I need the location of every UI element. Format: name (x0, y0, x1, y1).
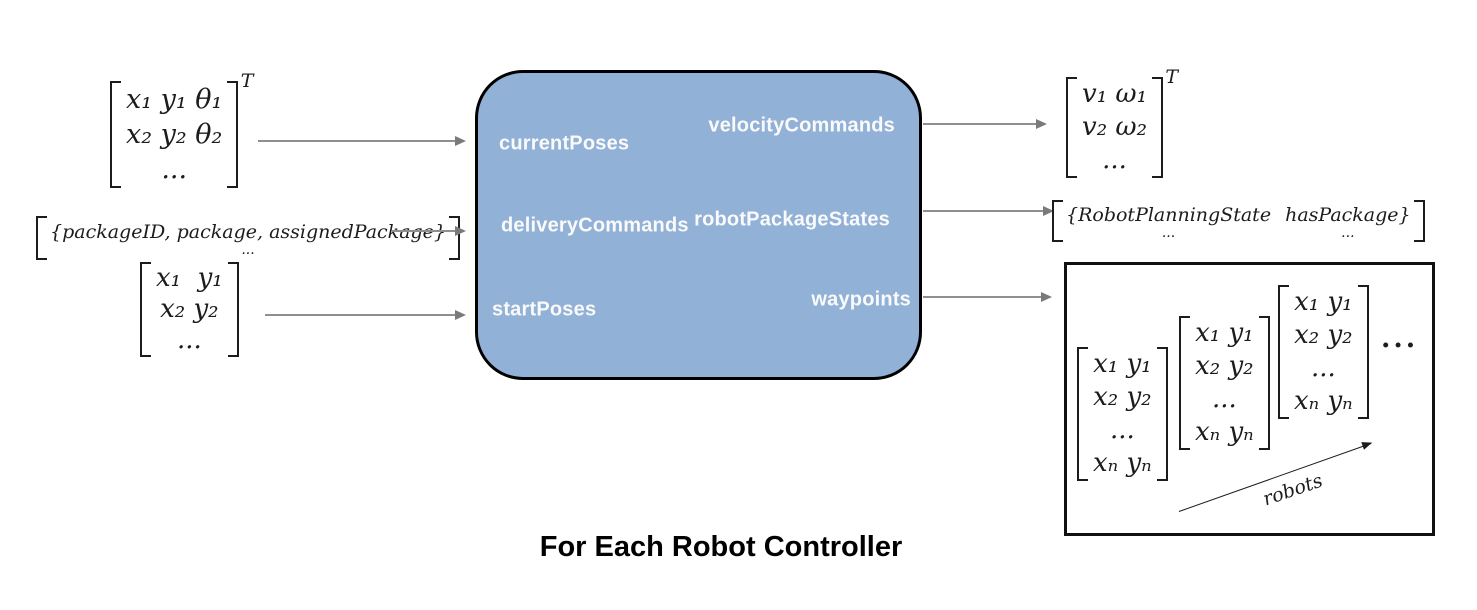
waypoints-matrix-1: x₁ y₁ x₂ y₂ ... xₙ yₙ (1077, 347, 1168, 485)
output-port-velocity-commands: velocityCommands (708, 114, 895, 137)
matrix-row: ... (1109, 415, 1135, 445)
left-bracket (1052, 200, 1063, 242)
arrow-delivery-commands (392, 226, 466, 236)
ellipsis: ... (241, 241, 255, 258)
left-bracket (36, 216, 47, 260)
waypoints-output-box: x₁ y₁ x₂ y₂ ... xₙ yₙ x₁ y₁ x₂ y₂ ... xₙ… (1064, 262, 1435, 536)
arrow-robot-package-states (923, 206, 1054, 216)
right-bracket (449, 216, 461, 260)
matrix-row: ... (1102, 145, 1127, 175)
matrix-row: ... (161, 154, 188, 185)
left-bracket (1077, 347, 1088, 481)
right-bracket (1357, 285, 1369, 419)
matrix-row: x₁ y₁ (1093, 349, 1152, 379)
input-port-current-poses: currentPoses (499, 132, 630, 155)
right-bracket (227, 81, 239, 188)
right-bracket (227, 262, 239, 357)
arrow-velocity-commands (923, 119, 1047, 129)
ellipsis: ... (1341, 224, 1355, 241)
matrix-row: x₁ y₁ (1294, 287, 1353, 317)
input-port-start-poses: startPoses (492, 298, 597, 321)
ellipsis: ... (1161, 224, 1176, 241)
robots-axis-label: robots (1260, 469, 1326, 511)
velocity-commands-output-matrix: v₁ ω₁ v₂ ω₂ ... T (1066, 66, 1178, 182)
matrix-row: xₙ yₙ (1093, 448, 1152, 478)
matrix-row: ... (1211, 384, 1237, 414)
right-bracket (1413, 200, 1425, 242)
left-bracket (1179, 316, 1190, 450)
delivery-commands-input-expression: {packageID, package, assignedPackage} ..… (36, 216, 461, 264)
matrix-row: v₁ ω₁ (1082, 79, 1147, 109)
matrix-row: x₂ y₂ θ₂ (126, 119, 223, 150)
output-port-robot-package-states: robotPackageStates (694, 208, 890, 231)
matrix-row: ... (176, 325, 202, 355)
current-poses-input-matrix: x₁ y₁ θ₁ x₂ y₂ θ₂ ... T (110, 70, 253, 192)
arrow-start-poses (265, 310, 466, 320)
more-robots-ellipsis: ... (1381, 323, 1419, 354)
matrix-row: x₂ y₂ (160, 294, 219, 324)
left-bracket (140, 262, 151, 357)
transpose-superscript: T (240, 70, 254, 92)
matrix-row: x₁ y₁ θ₁ (126, 84, 223, 115)
left-bracket (1066, 77, 1077, 178)
waypoints-matrix-2: x₁ y₁ x₂ y₂ ... xₙ yₙ (1179, 316, 1270, 454)
input-port-delivery-commands: deliveryCommands (501, 214, 689, 237)
matrix-row: x₂ y₂ (1294, 320, 1353, 350)
expression-text: hasPackage} (1285, 203, 1411, 226)
matrix-row: x₂ y₂ (1195, 351, 1254, 381)
matrix-row: v₂ ω₂ (1082, 112, 1147, 142)
robot-package-states-output-expression: {RobotPlanningState ... hasPackage} ... (1052, 200, 1425, 246)
transpose-superscript: T (1165, 66, 1178, 88)
matrix-row: x₂ y₂ (1093, 382, 1152, 412)
matrix-row: xₙ yₙ (1195, 417, 1254, 447)
right-bracket (1152, 77, 1163, 178)
output-port-waypoints: waypoints (811, 288, 911, 311)
right-bracket (1156, 347, 1168, 481)
arrow-waypoints (923, 292, 1052, 302)
right-bracket (1258, 316, 1270, 450)
left-bracket (1278, 285, 1289, 419)
matrix-row: x₁ y₁ (1195, 318, 1254, 348)
robot-controller-block: currentPoses deliveryCommands startPoses… (475, 70, 922, 380)
arrow-current-poses (258, 136, 466, 146)
matrix-row: xₙ yₙ (1294, 386, 1353, 416)
start-poses-input-matrix: x₁ y₁ x₂ y₂ ... (140, 262, 239, 361)
left-bracket (110, 81, 121, 188)
matrix-row: ... (1310, 353, 1336, 383)
expression-text: {packageID, package, assignedPackage} (50, 220, 447, 243)
diagram-title: For Each Robot Controller (539, 531, 903, 563)
waypoints-matrix-3: x₁ y₁ x₂ y₂ ... xₙ yₙ (1278, 285, 1369, 423)
matrix-row: x₁ y₁ (156, 263, 223, 293)
expression-text: {RobotPlanningState (1066, 203, 1272, 226)
